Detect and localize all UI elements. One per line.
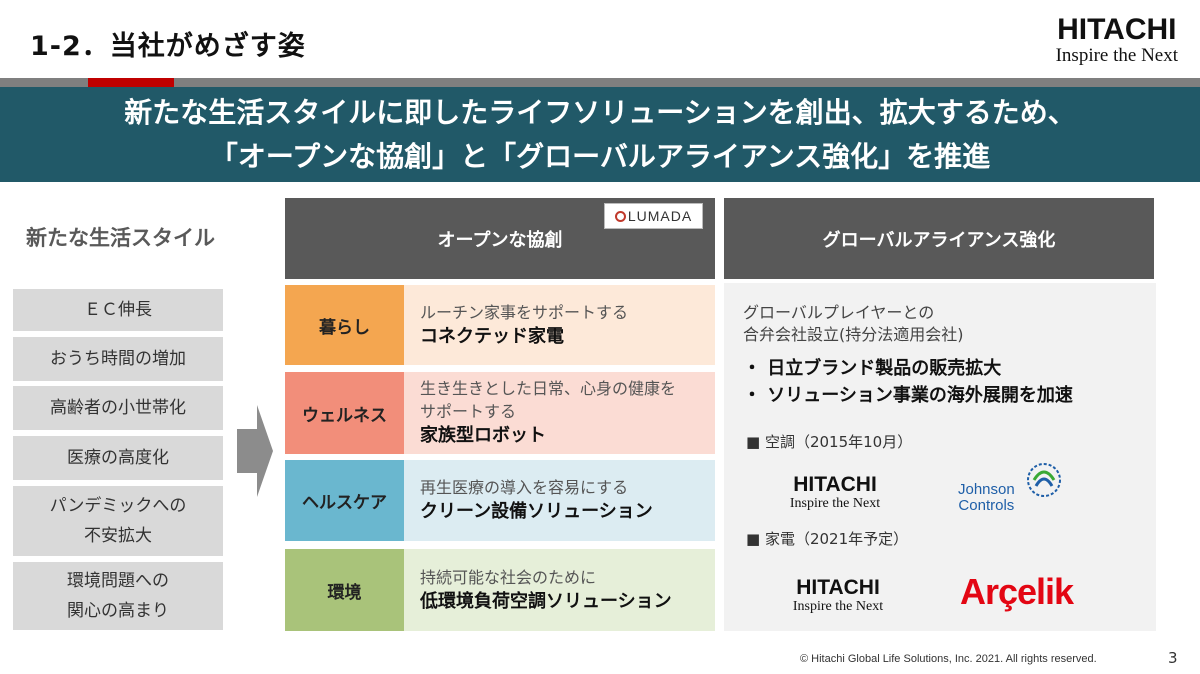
category-label: ヘルスケア	[302, 493, 387, 513]
trend-box: ＥＣ伸長	[13, 289, 223, 331]
global-alliance-title: グローバルアライアンス強化	[822, 229, 1056, 251]
partner-name: Controls	[958, 497, 1015, 514]
solution-cell: 生き生きとした日常、心身の健康を サポートする 家族型ロボット	[404, 372, 715, 454]
lumada-icon	[614, 210, 626, 222]
logo-brand: HITACHI	[796, 576, 880, 599]
right-arrow-icon	[237, 405, 273, 497]
alliance-intro-line: 合弁会社設立(持分法適用会社)	[743, 325, 964, 344]
trend-text: パンデミックへの	[49, 496, 187, 516]
trend-box: 高齢者の小世帯化	[13, 386, 223, 430]
trend-text: 関心の高まり	[67, 601, 169, 621]
trend-text: おうち時間の増加	[50, 349, 186, 369]
global-alliance-panel	[724, 283, 1156, 631]
solution-cell: ルーチン家事をサポートする コネクテッド家電	[404, 285, 715, 365]
trend-text: 医療の高度化	[67, 448, 169, 468]
category-kurashi: 暮らし	[285, 285, 404, 365]
solution-cell: 持続可能な社会のために 低環境負荷空調ソリューション	[404, 549, 715, 631]
solution-name: 家族型ロボット	[420, 425, 546, 446]
logo-tagline: Inspire the Next	[792, 599, 884, 614]
copyright: © Hitachi Global Life Solutions, Inc. 20…	[800, 653, 1097, 665]
page-number: 3	[1168, 649, 1178, 667]
message-banner: 新たな生活スタイルに即したライフソリューションを創出、拡大するため、 「オープン…	[0, 87, 1200, 182]
logo-tagline: Inspire the Next	[789, 496, 881, 511]
hitachi-logo-small: HITACHI Inspire the Next	[780, 473, 890, 512]
trend-text: ＥＣ伸長	[84, 300, 152, 320]
solution-desc: 生き生きとした日常、心身の健康を	[420, 379, 677, 398]
banner-line-2: 「オープンな協創」と「グローバルアライアンス強化」を推進	[209, 140, 991, 173]
open-cocreation-title: オープンな協創	[437, 229, 563, 251]
johnson-controls-icon	[1027, 463, 1061, 497]
category-label: 環境	[327, 582, 362, 603]
solution-desc: 持続可能な社会のために	[420, 567, 597, 587]
category-label: ウェルネス	[302, 405, 387, 426]
category-wellness: ウェルネス	[285, 372, 404, 454]
trend-box: 医療の高度化	[13, 436, 223, 480]
solution-desc: サポートする	[420, 402, 517, 421]
category-label: 暮らし	[319, 317, 370, 338]
solution-desc: 再生医療の導入を容易にする	[420, 478, 629, 497]
banner-line-1: 新たな生活スタイルに即したライフソリューションを創出、拡大するため、	[124, 96, 1076, 129]
trend-text: 不安拡大	[83, 526, 152, 546]
logo-tagline: Inspire the Next	[1055, 45, 1178, 66]
solution-desc: ルーチン家事をサポートする	[420, 302, 629, 322]
logo-brand: HITACHI	[1057, 13, 1177, 46]
trend-box: おうち時間の増加	[13, 337, 223, 381]
hitachi-logo: HITACHI Inspire the Next	[1056, 14, 1178, 66]
ac-jv-label: ■ 空調（2015年10月）	[746, 433, 913, 451]
header-accent-mark	[88, 78, 174, 87]
category-environment: 環境	[285, 549, 404, 631]
global-alliance-header: グローバルアライアンス強化	[724, 198, 1154, 279]
solution-name: コネクテッド家電	[420, 325, 564, 347]
alliance-intro-line: グローバルプレイヤーとの	[743, 303, 935, 322]
solution-cell: 再生医療の導入を容易にする クリーン設備ソリューション	[404, 460, 715, 541]
trend-box: パンデミックへの 不安拡大	[13, 486, 223, 556]
category-healthcare: ヘルスケア	[285, 460, 404, 541]
arcelik-logo: Arçelik	[960, 571, 1074, 612]
solution-name: 低環境負荷空調ソリューション	[420, 590, 672, 612]
alliance-intro: グローバルプレイヤーとの 合弁会社設立(持分法適用会社)	[743, 302, 964, 346]
solution-name: クリーン設備ソリューション	[420, 501, 653, 522]
hitachi-logo-small: HITACHI Inspire the Next	[783, 576, 893, 615]
lifestyle-heading: 新たな生活スタイル	[26, 226, 215, 250]
home-appliance-jv-label: ■ 家電（2021年予定）	[746, 530, 909, 548]
trend-text: 環境問題への	[67, 571, 169, 591]
alliance-bullet: ・ 日立ブランド製品の販売拡大	[743, 358, 1002, 379]
lumada-badge: LUMADA	[604, 203, 703, 229]
lumada-label: LUMADA	[627, 208, 693, 224]
trend-text: 高齢者の小世帯化	[50, 398, 186, 418]
logo-brand: HITACHI	[793, 473, 877, 496]
header-rule	[0, 78, 1200, 87]
trend-box: 環境問題への 関心の高まり	[13, 562, 223, 630]
johnson-controls-logo: Johnson Controls	[958, 462, 1068, 514]
alliance-bullet: ・ ソリューション事業の海外展開を加速	[743, 385, 1073, 406]
slide-title: 1-2．当社がめざす姿	[30, 31, 306, 62]
partner-name: Johnson	[958, 481, 1015, 498]
